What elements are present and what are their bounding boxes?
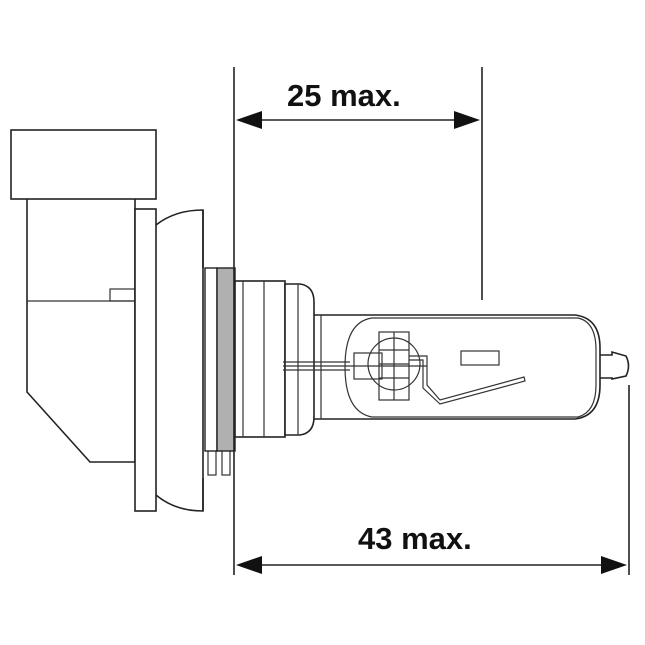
flange-plate [134,208,157,512]
connector-latch [109,288,136,302]
shield-cap [460,350,500,366]
dimension-label-43-max: 43 max. [358,521,472,556]
filament-block [353,352,383,380]
arrowhead-top-left [236,111,262,129]
dimension-label-25-max: 25 max. [287,78,401,113]
arrowhead-top-right [454,111,480,129]
arrowhead-bottom-right [601,556,627,574]
gasket-left [204,267,218,452]
base-cap [155,209,204,512]
inner-capsule [344,317,597,418]
gasket [216,267,236,452]
o-ring [284,283,315,436]
connector-body [26,199,136,463]
connector-cap [10,129,157,200]
lead-wire [409,355,526,405]
arrowhead-bottom-left [236,556,262,574]
glass-tip [600,350,630,380]
glass-envelope [314,314,601,420]
